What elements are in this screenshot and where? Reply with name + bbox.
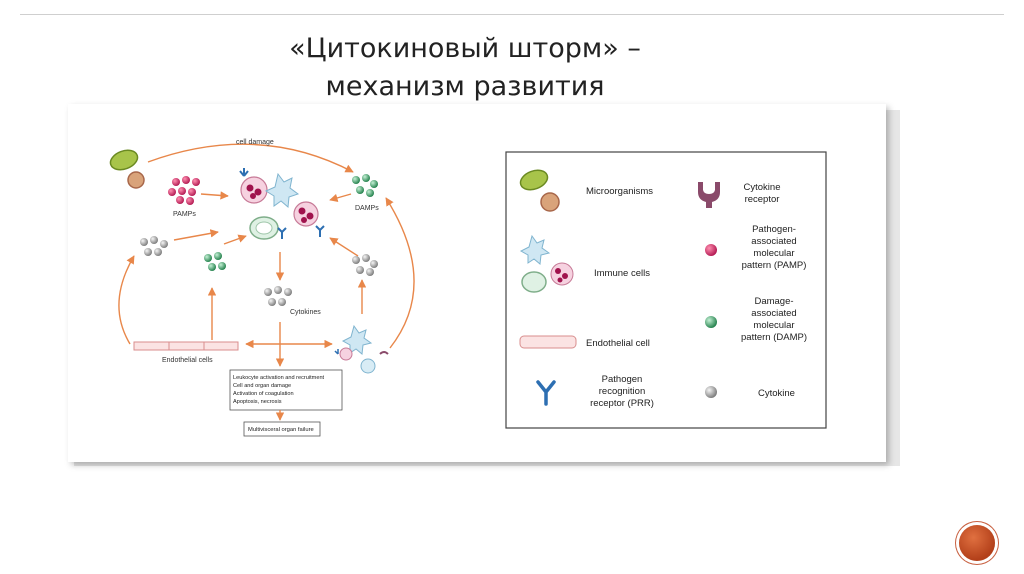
endothelial-to-left-curve (118, 255, 135, 345)
organ-failure-label: Multivisceral organ failure (248, 427, 314, 433)
diagram-svg: cell damage PAMPs DAMPs (109, 139, 827, 437)
damp-cluster-middle (204, 252, 226, 271)
legend-pamp-icon (705, 244, 717, 256)
legend-cytokine-icon (705, 386, 717, 398)
pamp-cluster (168, 176, 200, 205)
organ-failure-box (243, 421, 321, 437)
outcomes-box (229, 369, 343, 411)
endothelial-cells (133, 341, 239, 351)
legend-damp-3: molecular (753, 320, 794, 331)
cell-damage-label: cell damage (236, 139, 274, 146)
immune-cells-bottom-right (334, 324, 389, 374)
legend-microorganism-icon (519, 169, 560, 212)
legend-pamp-4: pattern (PAMP) (742, 260, 807, 271)
legend-prr-1: Pathogen (602, 374, 643, 385)
legend-box (505, 151, 827, 429)
next-slide-button[interactable] (959, 525, 995, 561)
legend-cytokine-receptor-2: receptor (745, 194, 780, 205)
legend-prr-3: receptor (PRR) (590, 398, 654, 409)
legend-damp-icon (705, 316, 717, 328)
immune-cell-cluster (239, 168, 325, 240)
pamps-label: PAMPs (173, 211, 196, 218)
outcome-3: Activation of coagulation (233, 391, 294, 397)
legend-pamp-1: Pathogen- (752, 224, 796, 235)
legend-immune-cells-icon (519, 234, 574, 293)
legend-cytokine-receptor-icon (698, 182, 720, 208)
pamps-to-cells-arrow (200, 191, 229, 200)
cytokine-cluster-right (352, 254, 378, 276)
cell-damage-arrow (147, 143, 354, 173)
right-cytokine-to-cells-arrow (329, 237, 359, 257)
right-loop-curve (385, 197, 415, 349)
outcome-2: Cell and organ damage (233, 383, 291, 389)
legend-prr-2: recognition (599, 386, 645, 397)
damp-cluster-top (352, 174, 378, 197)
outcome-1: Leukocyte activation and recruitment (233, 375, 325, 381)
slide-title-line2: механизм развития (325, 71, 605, 102)
cytokine-cluster-left (140, 236, 168, 256)
endothelial-cells-label: Endothelial cells (162, 357, 213, 364)
top-rule (20, 14, 1004, 15)
damp-mid-to-cells-arrow (223, 234, 247, 245)
cytokine-cluster-center (264, 286, 292, 306)
legend-cytokine-receptor-1: Cytokine (744, 182, 781, 193)
slide-title: «Цитокиновый шторм» – механизм развития (0, 30, 930, 106)
legend-microorganisms: Microorganisms (586, 186, 653, 197)
microorganism-icon (109, 149, 145, 189)
legend-pamp-3: molecular (753, 248, 794, 259)
outcome-4: Apoptosis, necrosis (233, 399, 282, 405)
legend-cytokine: Cytokine (758, 388, 795, 399)
legend-endothelial-icon (519, 335, 577, 349)
legend-prr-icon (536, 380, 556, 406)
legend-immune-cells: Immune cells (594, 268, 650, 279)
legend-endothelial-cell: Endothelial cell (586, 338, 650, 349)
slide-title-line1: «Цитокиновый шторм» – (289, 33, 641, 64)
damps-to-cells-arrow (329, 193, 352, 202)
legend-pamp-2: associated (751, 236, 796, 247)
damps-label: DAMPs (355, 205, 379, 212)
left-cytokine-to-cells-arrow (173, 229, 219, 241)
legend-damp-4: pattern (DAMP) (741, 332, 807, 343)
legend-damp-1: Damage- (754, 296, 793, 307)
cytokine-storm-figure: cell damage PAMPs DAMPs (68, 104, 886, 462)
cytokines-label: Cytokines (290, 309, 321, 316)
legend-damp-2: associated (751, 308, 796, 319)
